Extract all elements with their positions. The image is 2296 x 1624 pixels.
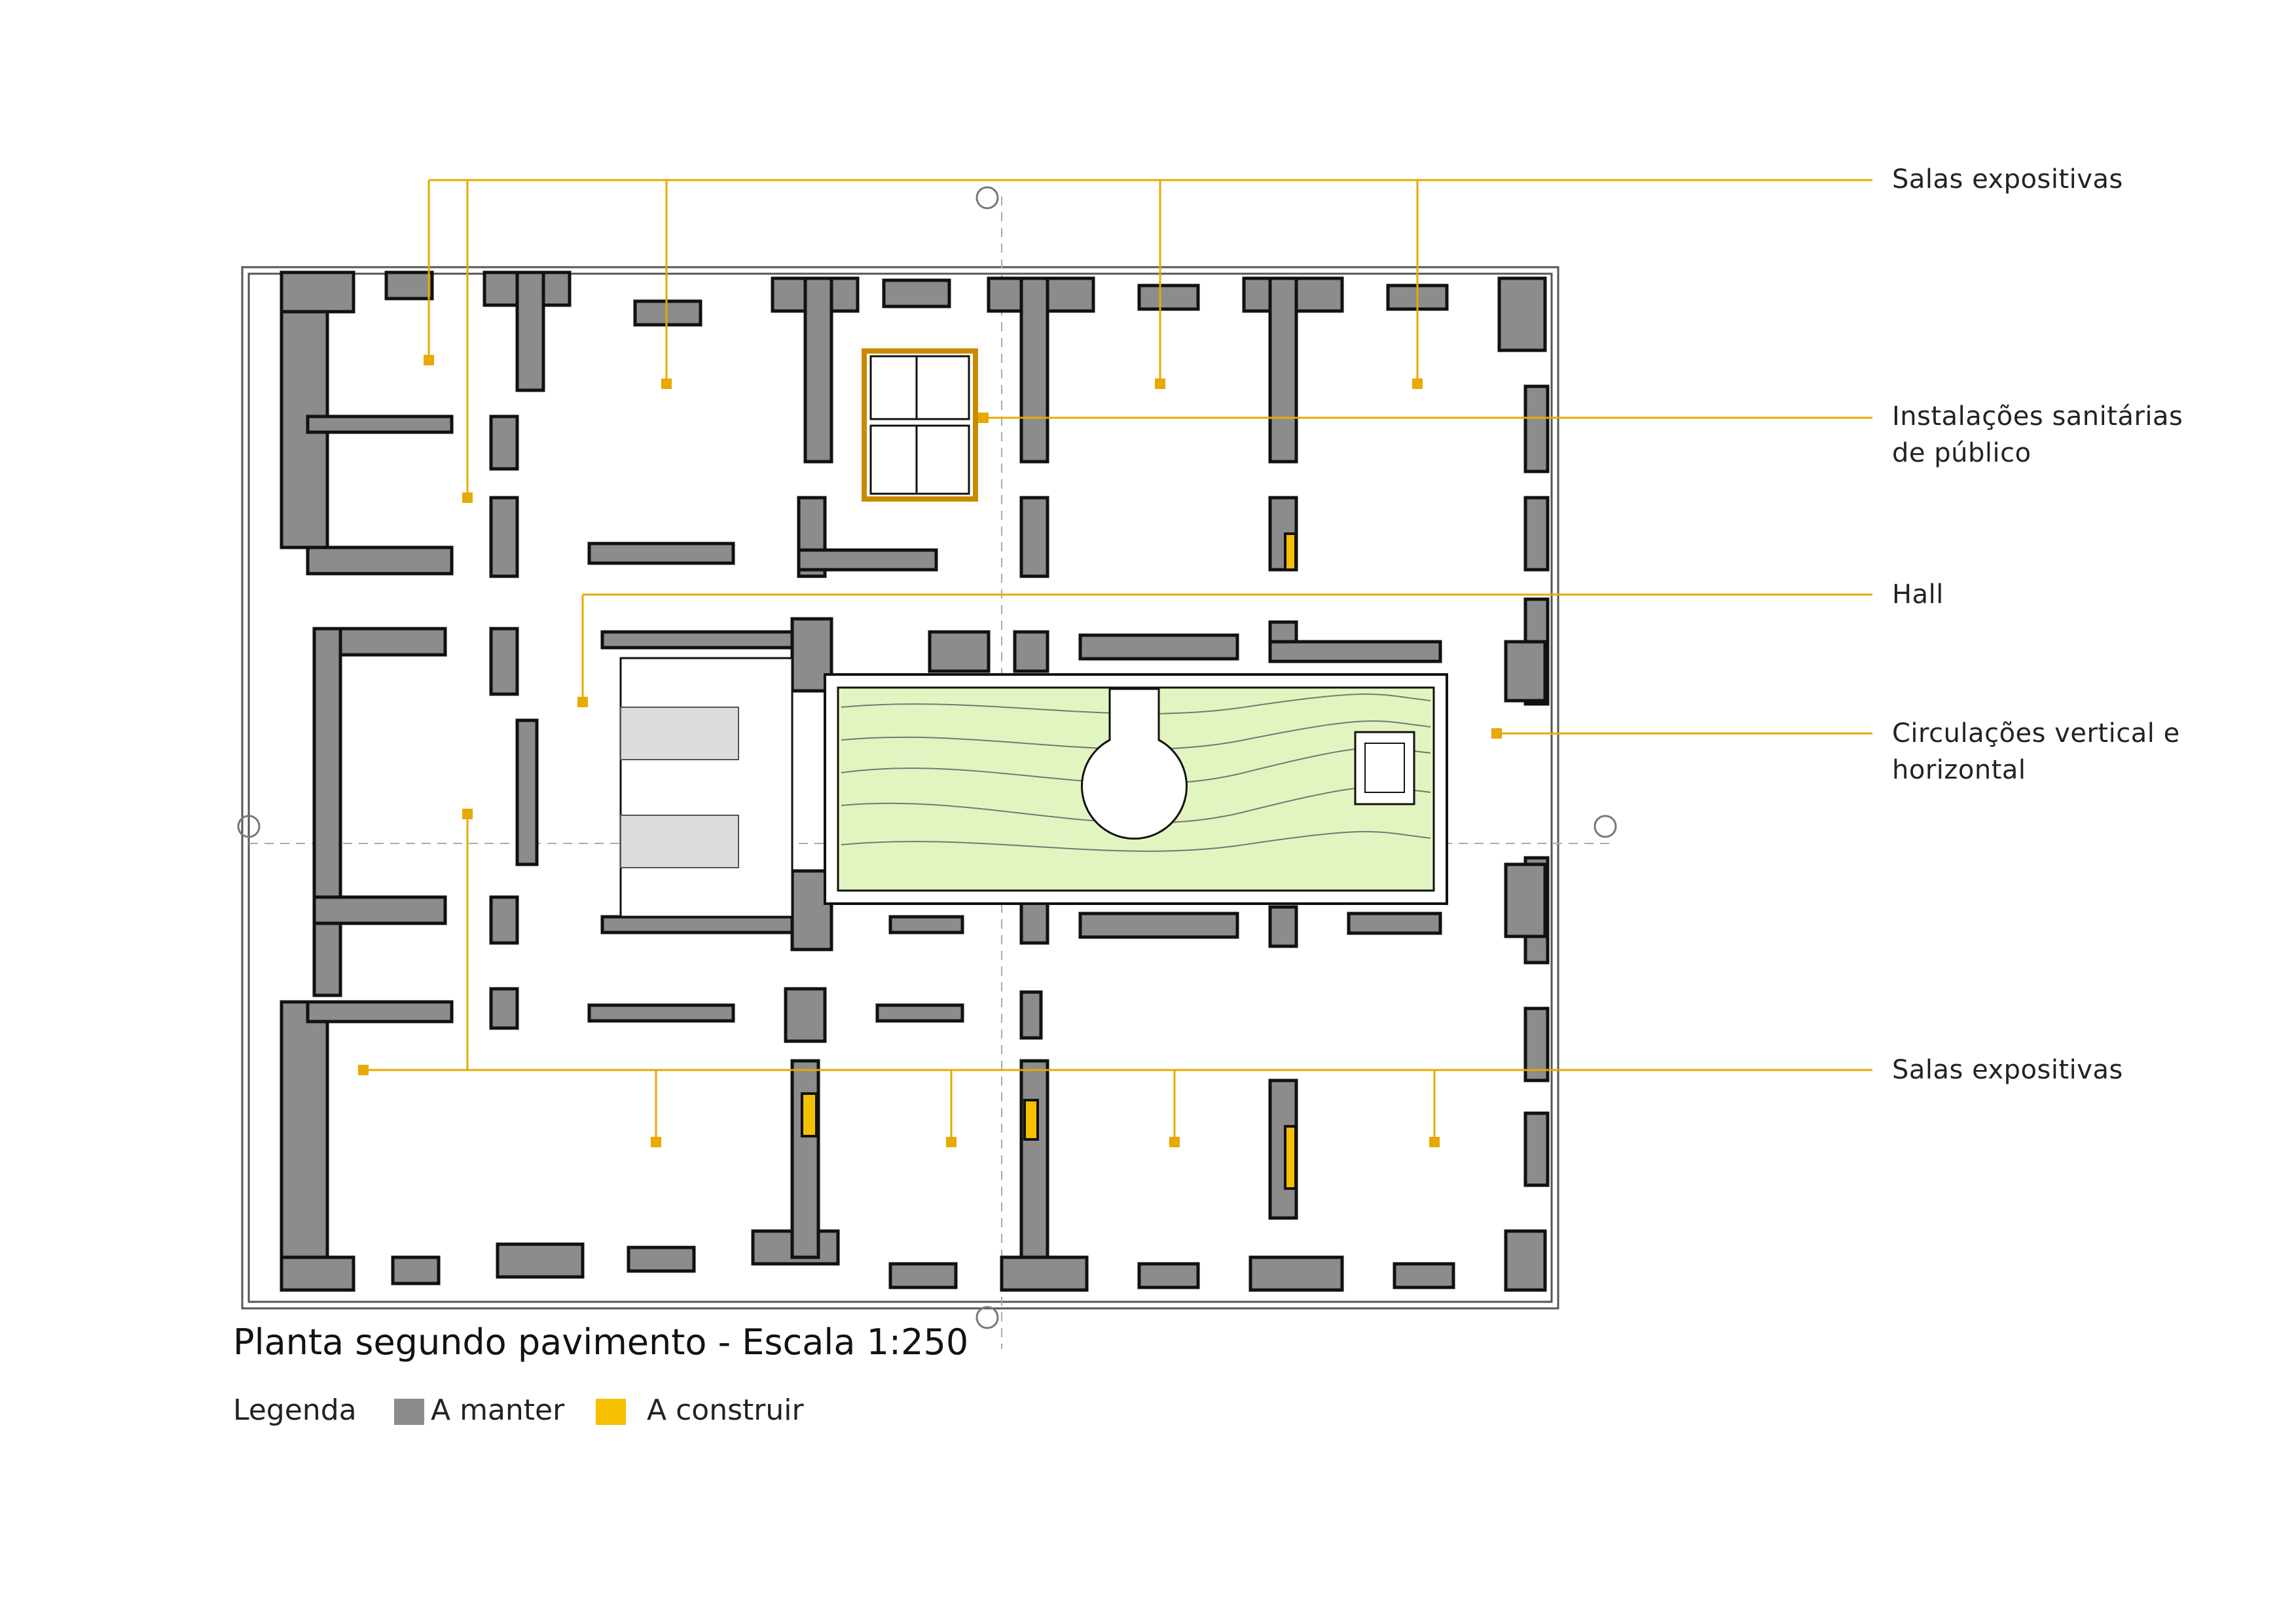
callout-leader-lines bbox=[363, 179, 1872, 1142]
legend: Legenda A manter A construir bbox=[233, 1393, 1019, 1433]
legend-swatch-new bbox=[596, 1399, 626, 1425]
callout-line: Hall bbox=[1892, 580, 1944, 610]
callout-circulation: Circulações vertical e horizontal bbox=[1892, 715, 2180, 788]
callout-hall: Hall bbox=[1892, 576, 1944, 613]
plan-title: Planta segundo pavimento - Escala 1:250 bbox=[233, 1321, 969, 1363]
courtyard bbox=[824, 673, 1448, 905]
staircase bbox=[619, 657, 793, 918]
callout-exhibition-rooms-bottom: Salas expositivas bbox=[1892, 1052, 2123, 1088]
callout-line: Salas expositivas bbox=[1892, 1055, 2123, 1085]
callout-exhibition-rooms-top: Salas expositivas bbox=[1892, 161, 2123, 198]
legend-heading: Legenda bbox=[233, 1393, 357, 1427]
legend-label-existing: A manter bbox=[431, 1393, 565, 1427]
legend-swatch-existing bbox=[394, 1399, 424, 1425]
callout-line: Circulações vertical e bbox=[1892, 718, 2180, 748]
building-outline bbox=[241, 266, 1559, 1310]
callout-public-restrooms: Instalações sanitárias de público bbox=[1892, 398, 2183, 471]
existing-walls bbox=[280, 270, 1550, 1292]
callout-line: Instalações sanitárias bbox=[1892, 401, 2183, 432]
callout-line: de público bbox=[1892, 438, 2032, 468]
legend-label-new: A construir bbox=[647, 1393, 804, 1427]
section-marker-icons bbox=[237, 186, 1617, 1329]
callout-line: horizontal bbox=[1892, 755, 2026, 785]
callout-line: Salas expositivas bbox=[1892, 164, 2123, 194]
callout-markers bbox=[358, 355, 1502, 1147]
new-construction bbox=[801, 532, 1297, 1190]
restroom-block bbox=[862, 348, 978, 502]
